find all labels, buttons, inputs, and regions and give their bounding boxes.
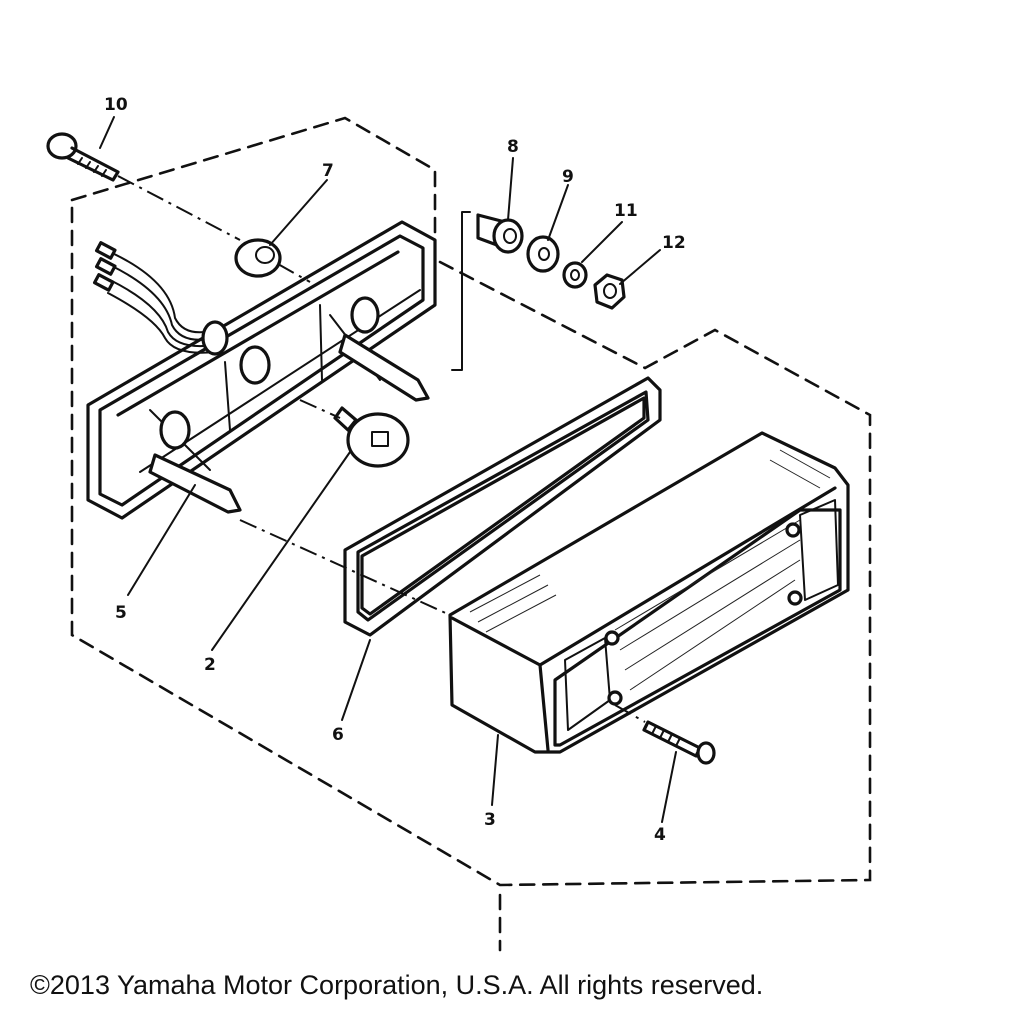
- part-label-7: 7: [322, 161, 334, 181]
- part-label-12: 12: [662, 233, 686, 253]
- part-label-10: 10: [104, 95, 128, 115]
- part-label-6: 6: [332, 725, 344, 745]
- part-label-9: 9: [562, 167, 574, 187]
- collar-8: [476, 213, 524, 254]
- washer-9: [526, 235, 560, 273]
- part-label-4: 4: [654, 825, 666, 845]
- bulb-2: [299, 399, 410, 468]
- part-label-2: 2: [204, 655, 216, 675]
- lock-washer-11: [562, 261, 588, 289]
- grommet-7: [234, 238, 311, 283]
- assembly-boundary: [70, 116, 872, 952]
- part-label-5: 5: [115, 603, 127, 623]
- copyright-notice: ©2013 Yamaha Motor Corporation, U.S.A. A…: [30, 970, 764, 1000]
- lens-3: [239, 431, 850, 754]
- lamp-base-housing: [86, 220, 437, 520]
- leader-lines: [99, 116, 677, 823]
- bolt-10: [46, 132, 241, 241]
- nut-12: [593, 273, 626, 310]
- gasket-6: [343, 376, 662, 637]
- part-label-8: 8: [507, 137, 519, 157]
- exploded-view-diagram: 10 7 8 9 11 12 5 2 6 3 4: [46, 95, 872, 952]
- part-label-11: 11: [614, 201, 638, 221]
- part-label-3: 3: [484, 810, 496, 830]
- screw-4: [614, 704, 716, 765]
